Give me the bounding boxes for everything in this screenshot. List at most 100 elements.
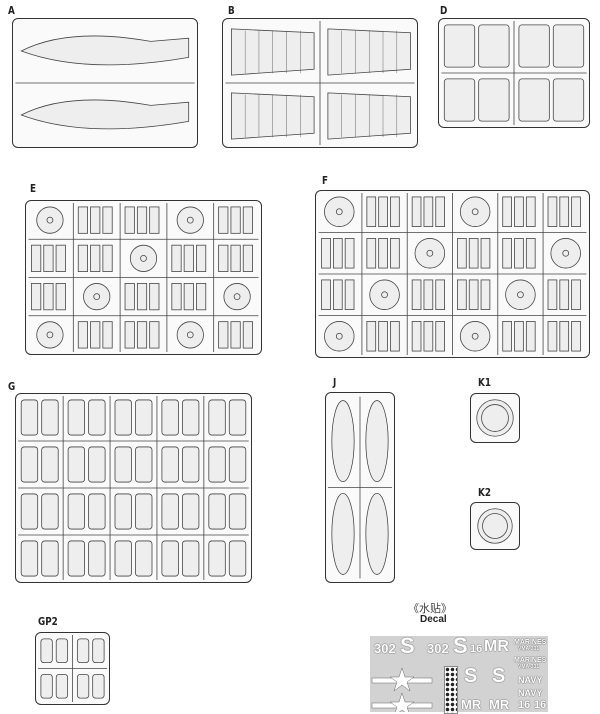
sprue-k1 — [470, 393, 520, 443]
small-part — [321, 238, 331, 269]
small-part — [171, 244, 182, 272]
round-part — [83, 283, 111, 311]
decal-mr: MR — [461, 697, 482, 712]
hub — [335, 208, 343, 216]
small-part — [390, 196, 400, 227]
round-part — [505, 279, 536, 310]
small-part — [218, 244, 229, 272]
box-part — [135, 446, 153, 483]
small-part — [502, 238, 512, 269]
box-part — [67, 540, 86, 577]
small-part — [90, 321, 101, 349]
small-part — [390, 238, 400, 269]
small-part — [242, 244, 253, 272]
sprue-label-d: D — [440, 4, 448, 17]
small-part — [90, 244, 101, 272]
float-part — [365, 492, 389, 575]
box-part — [161, 399, 179, 436]
decal-title-cn: 《水贴》 — [408, 603, 452, 615]
box-part — [518, 24, 550, 68]
box-part — [114, 493, 132, 530]
decal-16: 16 — [534, 699, 547, 711]
box-part — [552, 24, 585, 68]
small-part — [435, 196, 445, 227]
small-part — [90, 206, 101, 234]
box-part — [41, 399, 59, 436]
box-part — [518, 78, 550, 122]
box-part — [208, 493, 226, 530]
box-part — [55, 638, 69, 664]
sprue-g — [15, 393, 252, 583]
round-part — [459, 321, 491, 352]
small-part — [559, 196, 570, 227]
box-part — [552, 78, 585, 122]
small-part — [423, 196, 434, 227]
sprue-gp2 — [35, 632, 110, 705]
box-part — [92, 638, 105, 664]
small-part — [183, 283, 194, 311]
hub — [46, 331, 54, 339]
box-part — [161, 446, 179, 483]
small-part — [559, 321, 570, 352]
small-part — [242, 321, 253, 349]
sprue-b — [222, 18, 418, 148]
small-part — [457, 279, 467, 310]
box-part — [88, 540, 106, 577]
decal-navy: NAVY — [518, 675, 543, 685]
round-part — [414, 238, 446, 269]
small-part — [423, 321, 434, 352]
small-part — [136, 283, 148, 311]
sprue-label-gp2: GP2 — [38, 615, 58, 628]
box-part — [92, 673, 105, 699]
box-part — [20, 540, 39, 577]
box-part — [181, 399, 200, 436]
hub — [426, 249, 434, 257]
small-part — [571, 196, 581, 227]
box-part — [228, 446, 247, 483]
small-part — [502, 196, 512, 227]
small-part — [525, 238, 536, 269]
decal-marines: MARINES — [514, 639, 547, 646]
small-part — [230, 206, 241, 234]
small-part — [102, 206, 113, 234]
box-part — [181, 493, 200, 530]
small-part — [321, 279, 331, 310]
box-part — [135, 493, 153, 530]
box-part — [114, 540, 132, 577]
sprue-drawing — [327, 396, 393, 579]
box-part — [443, 24, 476, 68]
small-part — [457, 238, 467, 269]
round-part — [129, 244, 158, 272]
small-part — [378, 196, 388, 227]
small-part — [435, 279, 445, 310]
box-part — [478, 24, 510, 68]
star-insignia-decals — [371, 667, 433, 712]
round-part — [324, 321, 355, 352]
small-part — [525, 321, 536, 352]
hub — [517, 291, 524, 299]
sprue-label-k1: K1 — [478, 376, 491, 389]
hub — [186, 331, 194, 339]
small-part — [559, 279, 570, 310]
box-part — [114, 446, 132, 483]
cowl-ring-inner — [481, 404, 509, 432]
box-part — [208, 446, 226, 483]
hub — [562, 249, 570, 257]
decal-mr: MR — [484, 638, 509, 655]
decal-302: 302 — [374, 641, 396, 656]
small-part — [102, 321, 113, 349]
sprue-drawing — [318, 192, 587, 356]
hub — [381, 291, 388, 299]
sprue-j — [325, 392, 395, 583]
hub — [471, 208, 479, 216]
box-part — [181, 540, 200, 577]
decal-title-en: Decal — [420, 614, 447, 625]
box-part — [20, 446, 39, 483]
small-part — [124, 283, 135, 311]
decal-s: S — [453, 633, 468, 658]
decal-squadron: VMA-331 — [518, 646, 540, 652]
small-part — [43, 244, 54, 272]
small-part — [571, 321, 581, 352]
small-part — [242, 206, 253, 234]
fuselage-part — [20, 35, 190, 66]
